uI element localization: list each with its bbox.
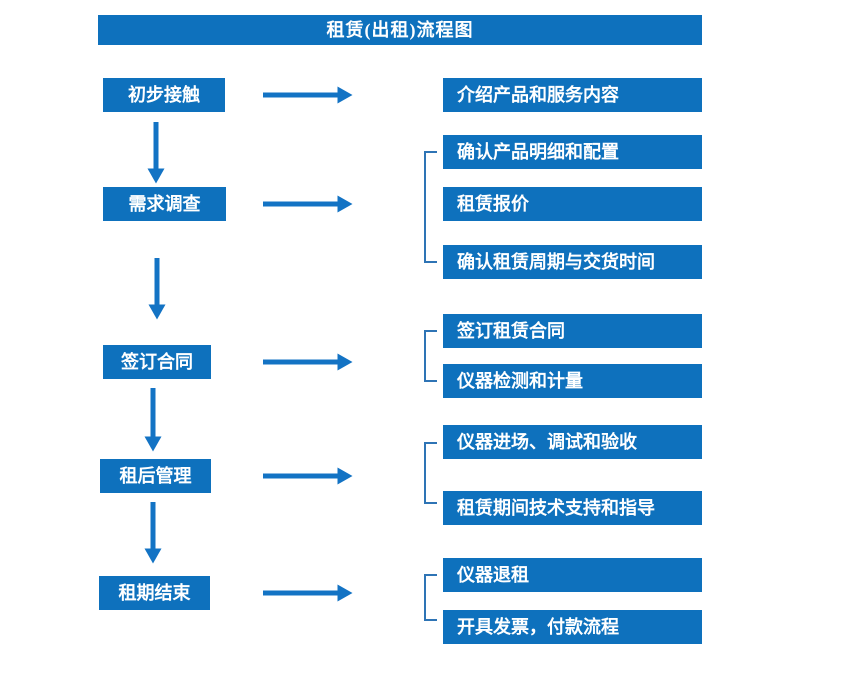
output-box-instrument-setup: 仪器进场、调试和验收 xyxy=(443,425,702,459)
output-box-instrument-inspection: 仪器检测和计量 xyxy=(443,364,702,398)
stage-box-post-rental-management: 租后管理 xyxy=(100,459,211,493)
output-box-introduce-products: 介绍产品和服务内容 xyxy=(443,78,702,112)
bracket-group-sign-contract xyxy=(424,330,437,382)
output-box-rental-quotation: 租赁报价 xyxy=(443,187,702,221)
stage-box-rental-end: 租期结束 xyxy=(99,576,210,610)
bracket-group-demand-survey xyxy=(424,151,437,263)
output-box-instrument-return: 仪器退租 xyxy=(443,558,702,592)
bracket-group-rental-end xyxy=(424,574,437,621)
output-box-confirm-product-details: 确认产品明细和配置 xyxy=(443,135,702,169)
diagram-title: 租赁(出租)流程图 xyxy=(98,15,702,45)
output-box-invoice-payment: 开具发票，付款流程 xyxy=(443,610,702,644)
stage-box-initial-contact: 初步接触 xyxy=(103,78,225,112)
output-box-technical-support: 租赁期间技术支持和指导 xyxy=(443,491,702,525)
stage-box-demand-survey: 需求调查 xyxy=(103,187,226,221)
bracket-group-post-rental xyxy=(424,442,437,504)
stage-box-sign-contract: 签订合同 xyxy=(103,345,211,379)
output-box-confirm-rental-period: 确认租赁周期与交货时间 xyxy=(443,245,702,279)
output-box-sign-rental-contract: 签订租赁合同 xyxy=(443,314,702,348)
